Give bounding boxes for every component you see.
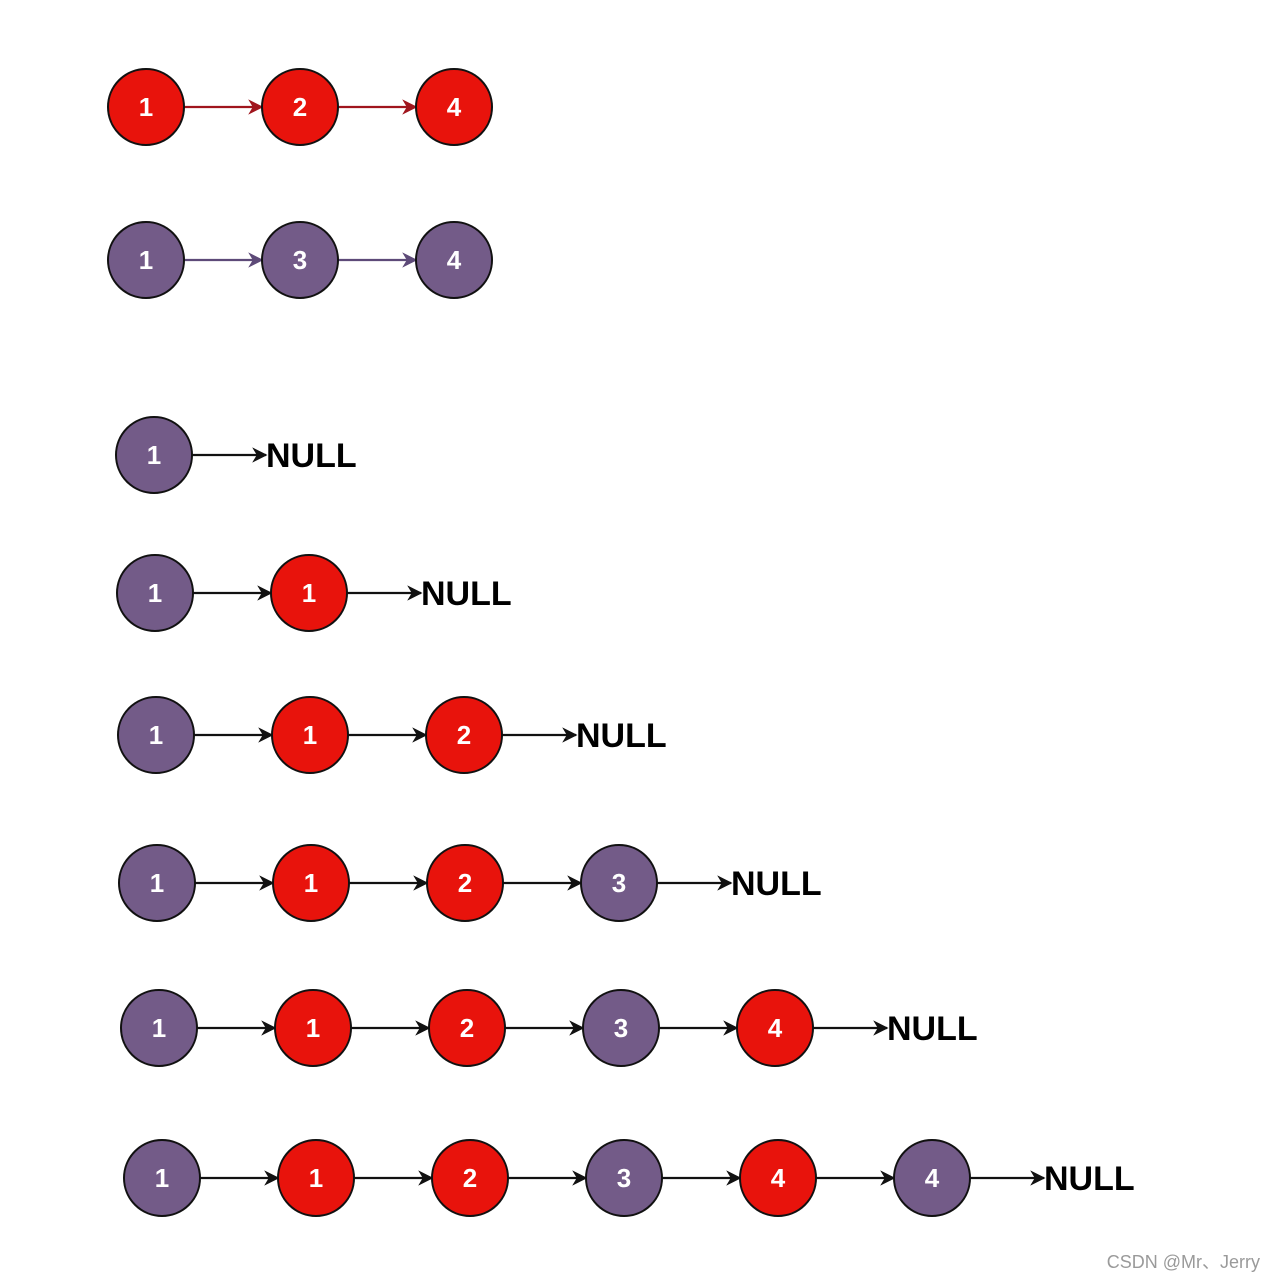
- node-circle: [117, 696, 195, 774]
- node-value: 1: [147, 440, 161, 470]
- node-value: 4: [768, 1013, 783, 1043]
- list-node: 4: [739, 1139, 817, 1217]
- node-value: 2: [460, 1013, 474, 1043]
- node-value: 1: [302, 578, 316, 608]
- node-value: 2: [457, 720, 471, 750]
- node-value: 2: [293, 92, 307, 122]
- node-circle: [426, 844, 504, 922]
- node-value: 1: [150, 868, 164, 898]
- list-node: 1: [116, 554, 194, 632]
- node-circle: [123, 1139, 201, 1217]
- node-circle: [425, 696, 503, 774]
- node-circle: [120, 989, 198, 1067]
- node-circle: [272, 844, 350, 922]
- list-node: 2: [426, 844, 504, 922]
- list-node: 2: [431, 1139, 509, 1217]
- node-value: 1: [139, 92, 153, 122]
- node-circle: [118, 844, 196, 922]
- node-value: 4: [447, 245, 462, 275]
- node-circle: [274, 989, 352, 1067]
- list-node: 1: [123, 1139, 201, 1217]
- node-value: 3: [612, 868, 626, 898]
- list-node: 1: [277, 1139, 355, 1217]
- node-value: 4: [925, 1163, 940, 1193]
- list-node: 4: [736, 989, 814, 1067]
- merge-step-2: 1 1 NULL: [116, 554, 512, 632]
- node-circle: [115, 416, 193, 494]
- list-node: 2: [425, 696, 503, 774]
- node-value: 4: [447, 92, 462, 122]
- node-value: 1: [309, 1163, 323, 1193]
- list-node: 1: [107, 221, 185, 299]
- node-value: 1: [306, 1013, 320, 1043]
- node-circle: [261, 68, 339, 146]
- node-circle: [739, 1139, 817, 1217]
- node-circle: [431, 1139, 509, 1217]
- watermark: CSDN @Mr、Jerry: [1106, 1252, 1260, 1272]
- list-node: 2: [428, 989, 506, 1067]
- node-value: 3: [293, 245, 307, 275]
- node-circle: [582, 989, 660, 1067]
- node-value: 1: [303, 720, 317, 750]
- node-circle: [270, 554, 348, 632]
- node-value: 1: [148, 578, 162, 608]
- node-value: 1: [155, 1163, 169, 1193]
- input-list1: 1 2 4: [107, 68, 493, 146]
- node-circle: [585, 1139, 663, 1217]
- node-circle: [415, 221, 493, 299]
- merge-step-6: 1 1 2 3 4 4 NULL: [123, 1139, 1135, 1217]
- merge-step-5: 1 1 2 3 4 NULL: [120, 989, 978, 1067]
- node-circle: [271, 696, 349, 774]
- list-node: 4: [415, 221, 493, 299]
- list-node: 1: [118, 844, 196, 922]
- node-circle: [893, 1139, 971, 1217]
- list-node: 2: [261, 68, 339, 146]
- node-value: 1: [304, 868, 318, 898]
- list-node: 1: [270, 554, 348, 632]
- node-value: 4: [771, 1163, 786, 1193]
- node-value: 2: [458, 868, 472, 898]
- list-node: 1: [107, 68, 185, 146]
- null-label: NULL: [731, 865, 822, 903]
- node-circle: [107, 221, 185, 299]
- merge-step-4: 1 1 2 3 NULL: [118, 844, 822, 922]
- list-node: 3: [261, 221, 339, 299]
- node-circle: [277, 1139, 355, 1217]
- node-value: 3: [617, 1163, 631, 1193]
- node-circle: [261, 221, 339, 299]
- node-circle: [107, 68, 185, 146]
- list-node: 4: [893, 1139, 971, 1217]
- list-node: 3: [580, 844, 658, 922]
- node-circle: [428, 989, 506, 1067]
- null-label: NULL: [266, 437, 357, 475]
- merge-step-3: 1 1 2 NULL: [117, 696, 667, 774]
- list-node: 3: [582, 989, 660, 1067]
- node-value: 2: [463, 1163, 477, 1193]
- null-label: NULL: [1044, 1160, 1135, 1198]
- list-node: 3: [585, 1139, 663, 1217]
- node-value: 1: [149, 720, 163, 750]
- node-value: 1: [139, 245, 153, 275]
- list-node: 1: [271, 696, 349, 774]
- list-node: 1: [274, 989, 352, 1067]
- list-node: 1: [115, 416, 193, 494]
- null-label: NULL: [887, 1010, 978, 1048]
- list-node: 4: [415, 68, 493, 146]
- node-value: 1: [152, 1013, 166, 1043]
- node-circle: [116, 554, 194, 632]
- list-node: 1: [120, 989, 198, 1067]
- null-label: NULL: [421, 575, 512, 613]
- list-node: 1: [272, 844, 350, 922]
- merge-step-1: 1 NULL: [115, 416, 357, 494]
- input-list2: 1 3 4: [107, 221, 493, 299]
- node-circle: [580, 844, 658, 922]
- node-circle: [415, 68, 493, 146]
- list-node: 1: [117, 696, 195, 774]
- node-value: 3: [614, 1013, 628, 1043]
- node-circle: [736, 989, 814, 1067]
- null-label: NULL: [576, 717, 667, 755]
